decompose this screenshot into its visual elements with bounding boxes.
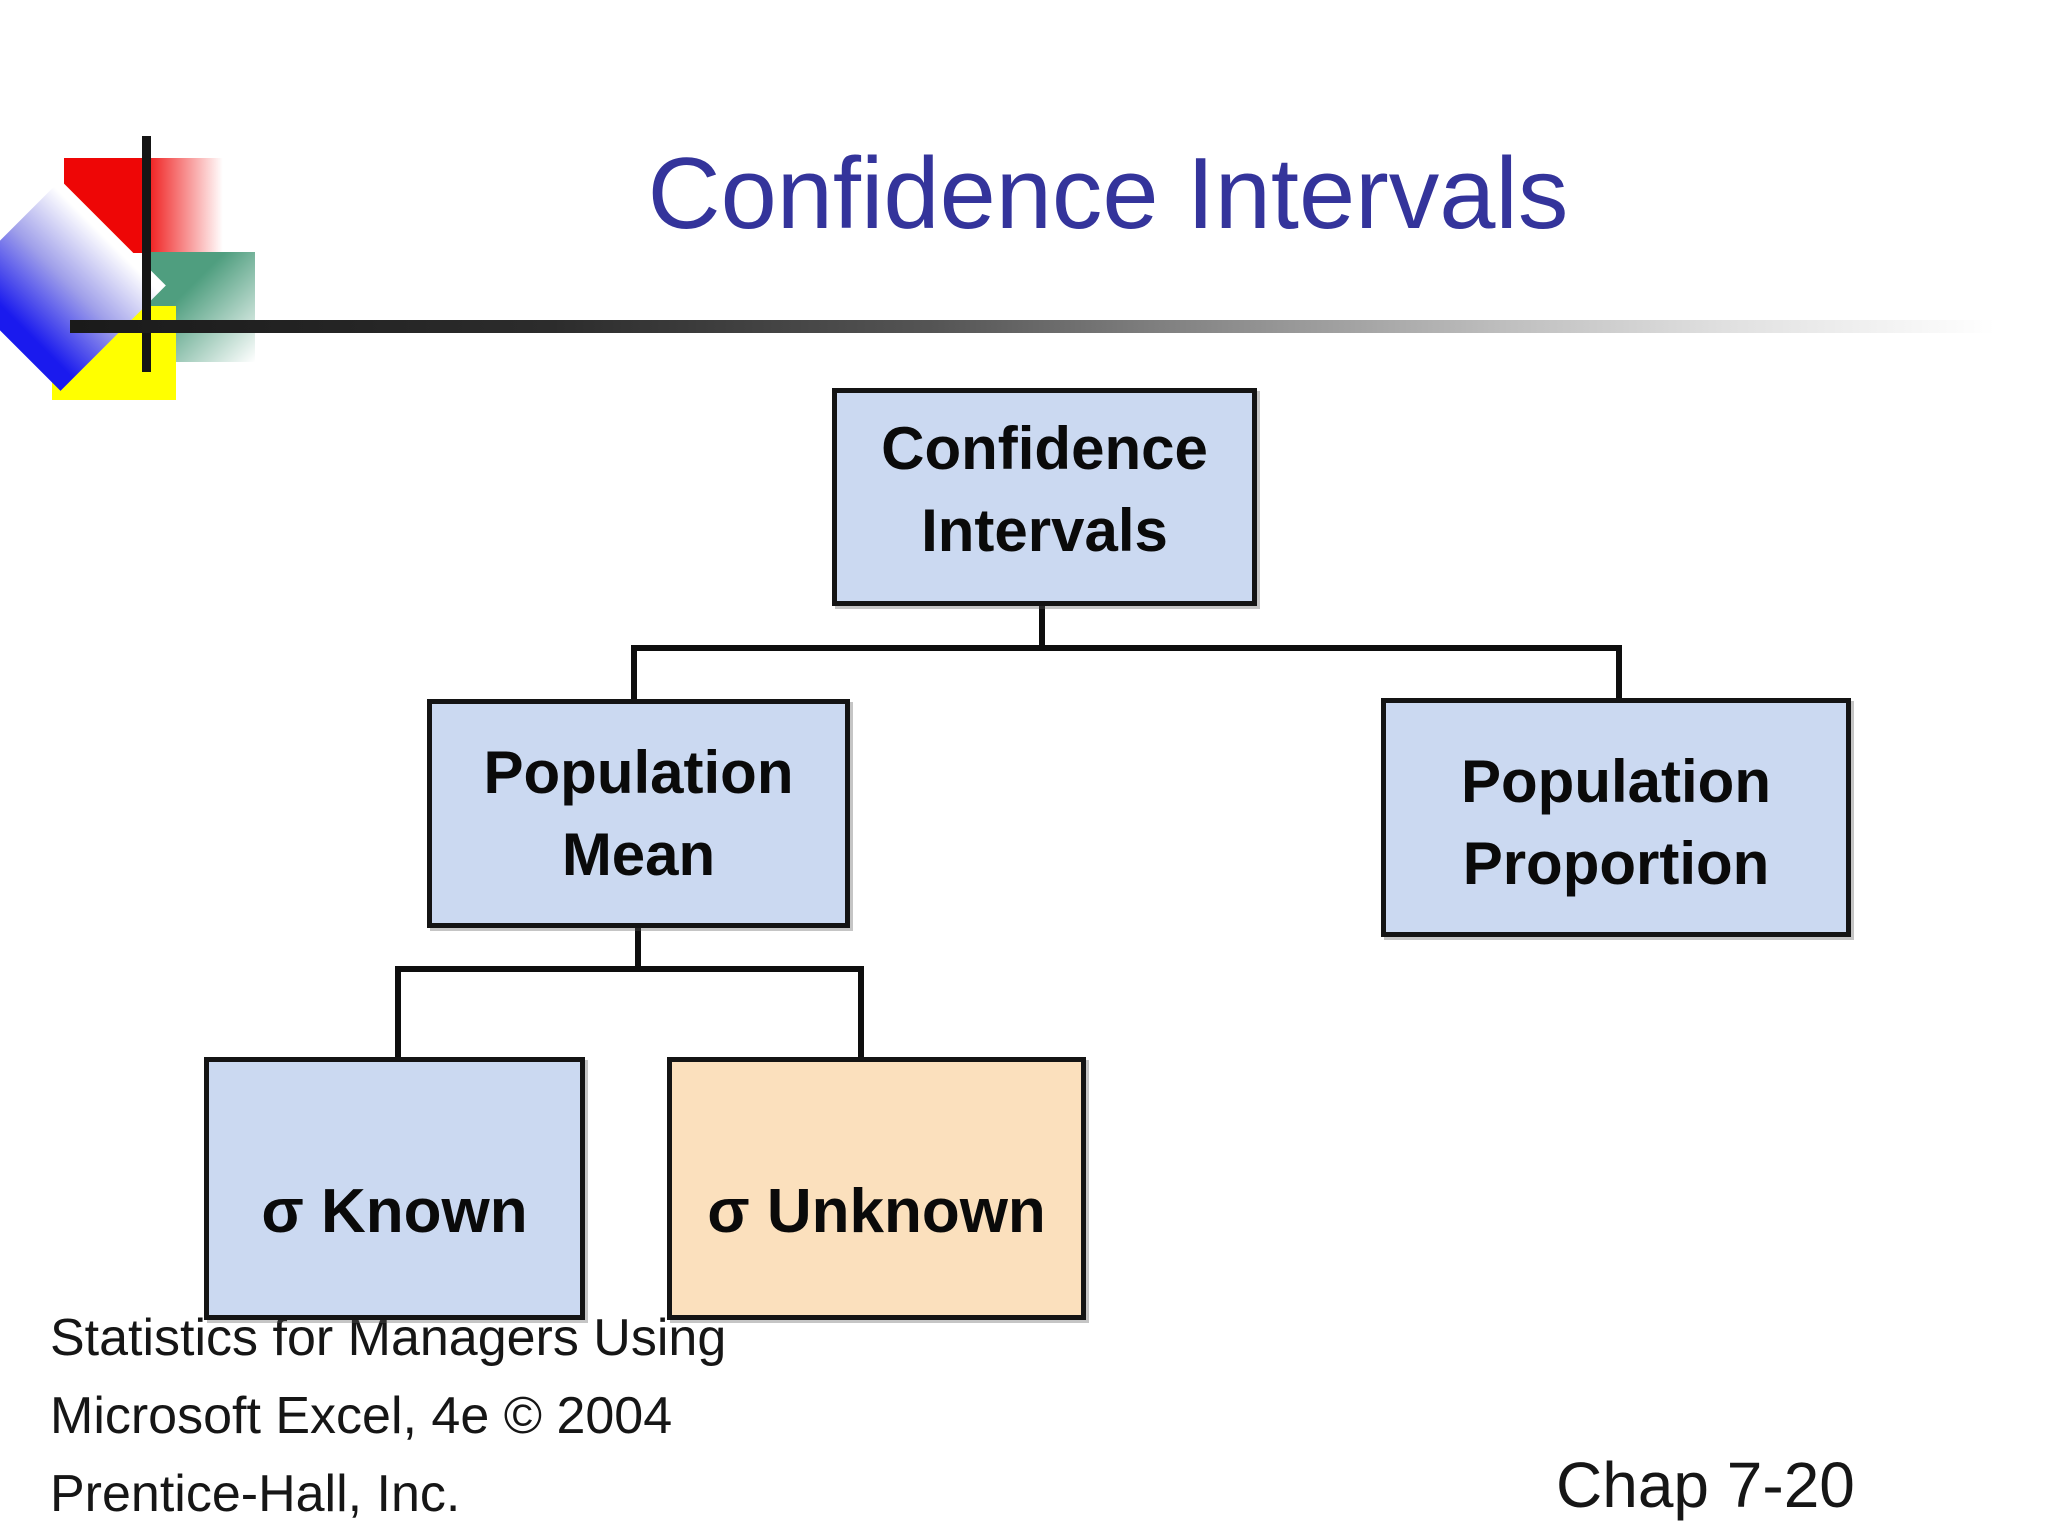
node-population-mean: Population Mean xyxy=(427,699,850,928)
node-confidence-intervals: Confidence Intervals xyxy=(832,388,1257,606)
connector-mean-stem xyxy=(635,926,641,972)
footer-credit-line: Microsoft Excel, 4e © 2004 xyxy=(50,1387,673,1445)
connector-level1-crossbar xyxy=(631,645,1622,651)
connector-drop-mean xyxy=(631,645,637,703)
slide-title: Confidence Intervals xyxy=(647,138,1569,250)
title-divider-rule xyxy=(70,320,1995,333)
logo-crosshair-vertical-line xyxy=(142,136,151,372)
connector-drop-sigma-known xyxy=(395,966,401,1061)
footer-credit: Statistics for Managers Using Microsoft … xyxy=(50,1299,726,1533)
connector-drop-sigma-unknown xyxy=(858,966,864,1061)
footer-credit-line: Prentice-Hall, Inc. xyxy=(50,1465,461,1523)
node-population-proportion: Population Proportion xyxy=(1381,698,1851,937)
node-sigma-unknown: σ Unknown xyxy=(667,1057,1086,1320)
page-number-label: Chap 7-20 xyxy=(1556,1449,1855,1521)
connector-root-stem xyxy=(1039,604,1045,650)
connector-level2-crossbar xyxy=(395,966,864,972)
node-sigma-known: σ Known xyxy=(204,1057,585,1320)
connector-drop-proportion xyxy=(1616,645,1622,702)
